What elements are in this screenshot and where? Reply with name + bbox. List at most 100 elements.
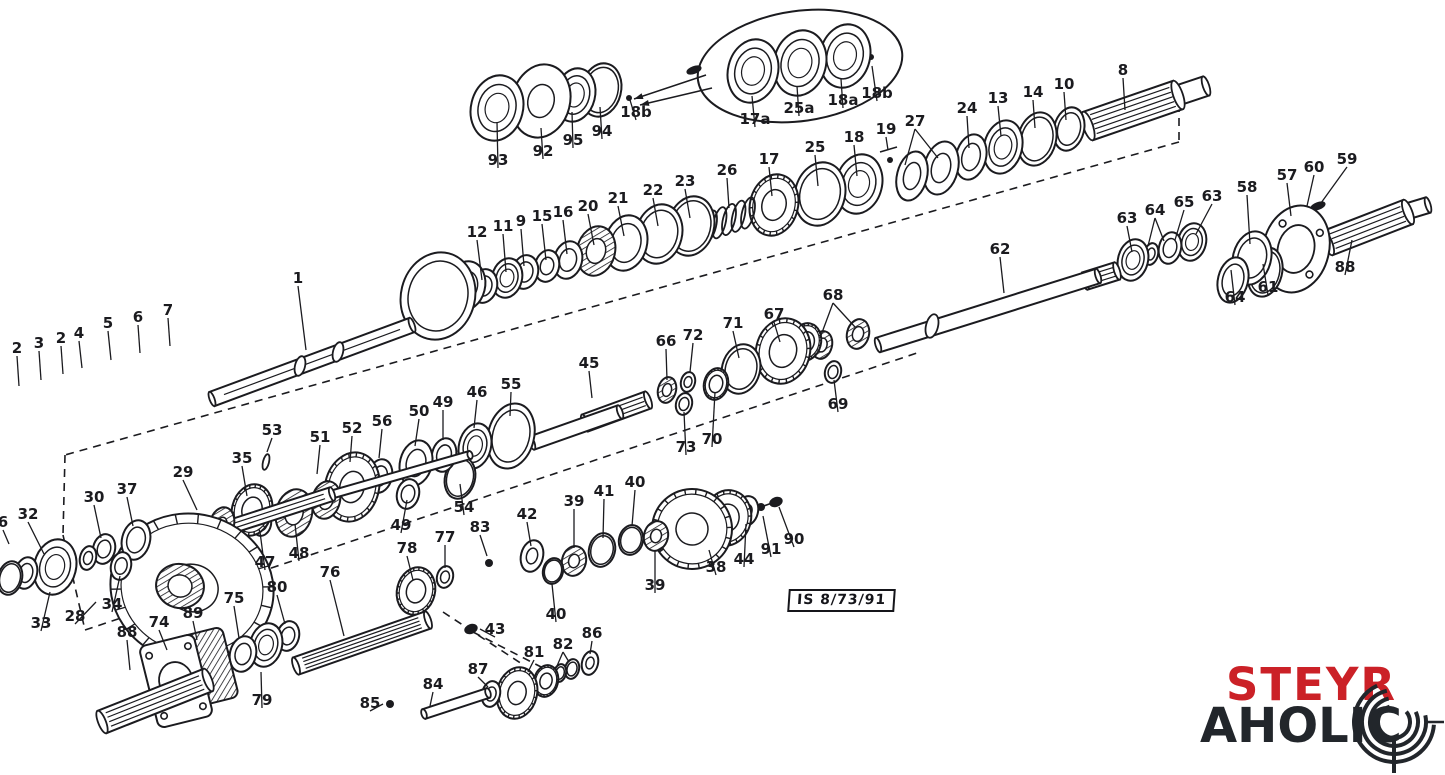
leader-line xyxy=(276,594,286,625)
part-label: 52 xyxy=(342,419,363,437)
part-label: 20 xyxy=(578,197,599,215)
part-label: 43 xyxy=(485,620,506,638)
part-label: 95 xyxy=(563,131,584,149)
leader-line xyxy=(773,321,781,343)
leader-line xyxy=(871,65,878,102)
part-label: 72 xyxy=(683,326,704,344)
leader-line xyxy=(751,95,756,128)
leader-line xyxy=(259,531,266,571)
leader-line xyxy=(1262,263,1269,296)
logo-target-arcs-icon xyxy=(1352,680,1444,773)
leader-line xyxy=(1154,217,1165,242)
part-label: 85 xyxy=(360,694,381,712)
part-label: 57 xyxy=(1277,166,1298,184)
part-label: 49 xyxy=(391,516,412,534)
part-label: 44 xyxy=(734,550,755,568)
leader-line xyxy=(107,330,112,361)
leader-line xyxy=(369,703,384,712)
part-label: 50 xyxy=(409,402,430,420)
leader-line xyxy=(266,437,273,453)
leader-line xyxy=(853,144,858,177)
part-label: 10 xyxy=(1054,75,1075,93)
leader-line xyxy=(1230,269,1236,306)
part-label: 38 xyxy=(706,558,727,576)
part-label: 19 xyxy=(876,120,897,138)
part-label: 58 xyxy=(1237,178,1258,196)
part-label: 46 xyxy=(467,383,488,401)
leader-line xyxy=(726,177,730,209)
leader-line xyxy=(1126,225,1133,253)
part-label: 83 xyxy=(470,518,491,536)
part-label: 18 xyxy=(844,128,865,146)
leader-line xyxy=(192,620,198,641)
part-label: 71 xyxy=(723,314,744,332)
part-label: 16 xyxy=(553,203,574,221)
leader-line xyxy=(182,479,198,511)
leader-line xyxy=(111,575,121,613)
drawing-number: IS 8/73/91 xyxy=(796,592,887,608)
leader-line xyxy=(297,285,307,351)
part-label: 17a xyxy=(740,110,771,128)
part-label: 81 xyxy=(524,643,545,661)
part-label: 48 xyxy=(289,544,310,562)
part-label: 69 xyxy=(828,395,849,413)
part-label: 66 xyxy=(656,332,677,350)
part-label: 12 xyxy=(467,223,488,241)
leader-line xyxy=(2,529,10,545)
part-label: 45 xyxy=(579,354,600,372)
leader-line xyxy=(602,498,605,539)
leader-line xyxy=(329,579,345,637)
leader-line xyxy=(509,391,512,417)
leader-line xyxy=(684,188,691,219)
part-label: 77 xyxy=(435,528,456,546)
part-label: 18a xyxy=(828,91,859,109)
part-label: 8 xyxy=(1118,61,1128,79)
part-label: 13 xyxy=(988,89,1009,107)
part-label: 39 xyxy=(564,492,585,510)
leader-line xyxy=(126,639,131,671)
part-label: 59 xyxy=(1337,150,1358,168)
part-label: 1 xyxy=(293,269,303,287)
leader-line xyxy=(1032,99,1036,129)
part-label: 53 xyxy=(262,421,283,439)
part-label: 49 xyxy=(433,393,454,411)
leader-line xyxy=(167,317,171,347)
leader-line xyxy=(60,345,64,375)
leader-line xyxy=(400,499,408,534)
leader-line xyxy=(233,605,240,639)
part-label: 89 xyxy=(183,604,204,622)
part-label: 70 xyxy=(702,430,723,448)
part-label: 88 xyxy=(1335,258,1356,276)
part-label: 87 xyxy=(468,660,489,678)
leader-line xyxy=(617,205,625,237)
part-label: 76 xyxy=(320,563,341,581)
part-label: 94 xyxy=(592,122,613,140)
part-label: 61 xyxy=(1258,278,1279,296)
part-label: 17 xyxy=(759,150,780,168)
part-label: 93 xyxy=(488,151,509,169)
leader-line xyxy=(796,85,800,117)
part-label: 68 xyxy=(823,286,844,304)
leader-line xyxy=(1344,239,1353,276)
leader-line xyxy=(1286,182,1292,217)
part-label: 22 xyxy=(643,181,664,199)
part-label: 2 xyxy=(12,339,22,357)
part-label: 23 xyxy=(675,172,696,190)
leader-line xyxy=(1174,209,1185,241)
leader-line xyxy=(541,223,547,261)
leader-line xyxy=(520,228,525,267)
leader-line xyxy=(78,340,83,369)
part-label: 92 xyxy=(533,142,554,160)
leader-line xyxy=(126,496,134,527)
part-label: 84 xyxy=(423,675,444,693)
leader-line xyxy=(1147,217,1156,247)
part-label: 25 xyxy=(805,138,826,156)
part-label: 14 xyxy=(1023,83,1044,101)
leader-line xyxy=(294,523,300,562)
part-label: 4 xyxy=(74,324,84,342)
part-label: 34 xyxy=(102,595,123,613)
leader-line xyxy=(571,111,574,149)
leader-line xyxy=(93,504,102,539)
